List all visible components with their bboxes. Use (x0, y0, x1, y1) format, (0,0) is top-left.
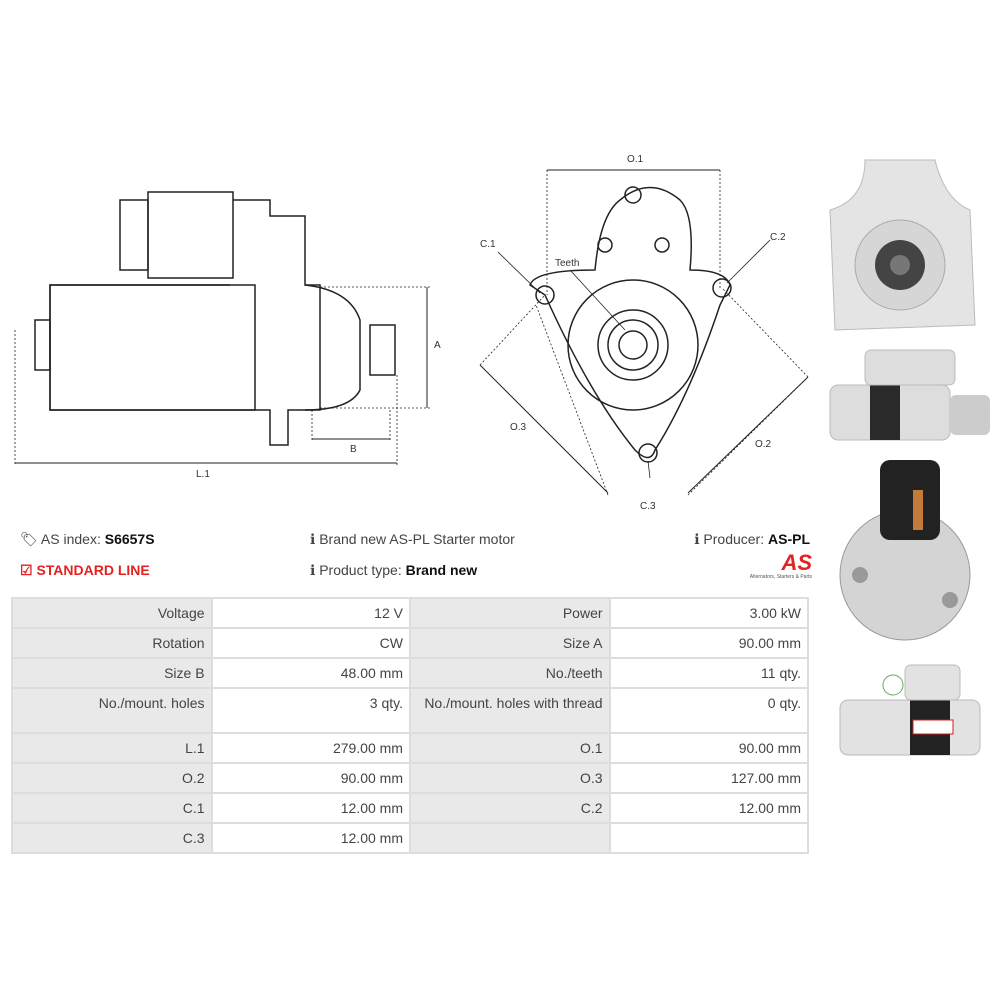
spec-value: 127.00 mm (608, 762, 810, 794)
spec-label: C.1 (11, 792, 213, 824)
spec-value: 12.00 mm (210, 822, 411, 854)
teeth-label: Teeth (555, 258, 579, 269)
tags-icon: 🏷︎ (20, 531, 38, 547)
spec-label: Power (408, 597, 611, 629)
spec-label: L.1 (11, 732, 213, 764)
product-photos (829, 159, 990, 756)
spec-label: No./teeth (408, 657, 611, 689)
spec-label: Size B (11, 657, 213, 689)
info-icon: ℹ (310, 562, 316, 578)
as-index-value: S6657S (104, 531, 155, 547)
side-view-drawing: A B L.1 (14, 191, 441, 480)
dim-o1-label: O.1 (627, 154, 644, 165)
spec-label: Rotation (11, 627, 213, 659)
spec-value: 12 V (210, 597, 411, 629)
spec-value (608, 822, 810, 854)
spec-value: 3 qty. (210, 687, 411, 734)
spec-value: 90.00 mm (608, 627, 810, 659)
product-type: ℹ Product type: Brand new (310, 562, 478, 578)
spec-label: No./mount. holes with thread (408, 687, 611, 734)
dim-c2-label: C.2 (770, 232, 786, 243)
info-icon: ℹ (694, 531, 700, 547)
front-view-drawing: O.1 C.1 C.2 Teeth O.3 O.2 C.3 (479, 154, 809, 512)
spec-value: 0 qty. (608, 687, 810, 734)
as-index: 🏷︎ AS index: S6657S (20, 531, 155, 547)
spec-value: 90.00 mm (608, 732, 810, 764)
spec-label: O.2 (11, 762, 213, 794)
dim-c3-label: C.3 (640, 501, 656, 512)
photo-angle (839, 664, 981, 756)
info-icon: ℹ (310, 531, 316, 547)
photo-front (829, 159, 976, 331)
dim-b-label: B (350, 444, 357, 455)
dim-a-label: A (434, 340, 441, 351)
spec-label: Size A (408, 627, 611, 659)
spec-label: O.1 (408, 732, 611, 764)
spec-label: O.3 (408, 762, 611, 794)
dim-o2-label: O.2 (755, 439, 772, 450)
spec-value: 279.00 mm (210, 732, 411, 764)
dim-c1-label: C.1 (480, 239, 496, 250)
dim-l1-label: L.1 (196, 469, 210, 480)
photo-side (829, 349, 990, 441)
as-pl-logo: AS Alternators, Starters & Parts (749, 550, 812, 581)
spec-value: CW (210, 627, 411, 659)
spec-value: 48.00 mm (210, 657, 411, 689)
spec-value: 12.00 mm (608, 792, 810, 824)
spec-value: 3.00 kW (608, 597, 810, 629)
spec-label: Voltage (11, 597, 213, 629)
spec-label (408, 822, 611, 854)
spec-label: C.3 (11, 822, 213, 854)
spec-value: 12.00 mm (210, 792, 411, 824)
photo-rear (839, 460, 971, 641)
checkbox-checked-icon: ☑ (20, 562, 33, 578)
standard-line-badge: ☑ STANDARD LINE (20, 562, 150, 578)
spec-label: C.2 (408, 792, 611, 824)
dim-o3-label: O.3 (510, 422, 527, 433)
spec-value: 11 qty. (608, 657, 810, 689)
spec-value: 90.00 mm (210, 762, 411, 794)
description: ℹ Brand new AS-PL Starter motor (310, 531, 515, 547)
spec-label: No./mount. holes (11, 687, 213, 734)
producer: ℹ Producer: AS-PL (694, 531, 810, 547)
